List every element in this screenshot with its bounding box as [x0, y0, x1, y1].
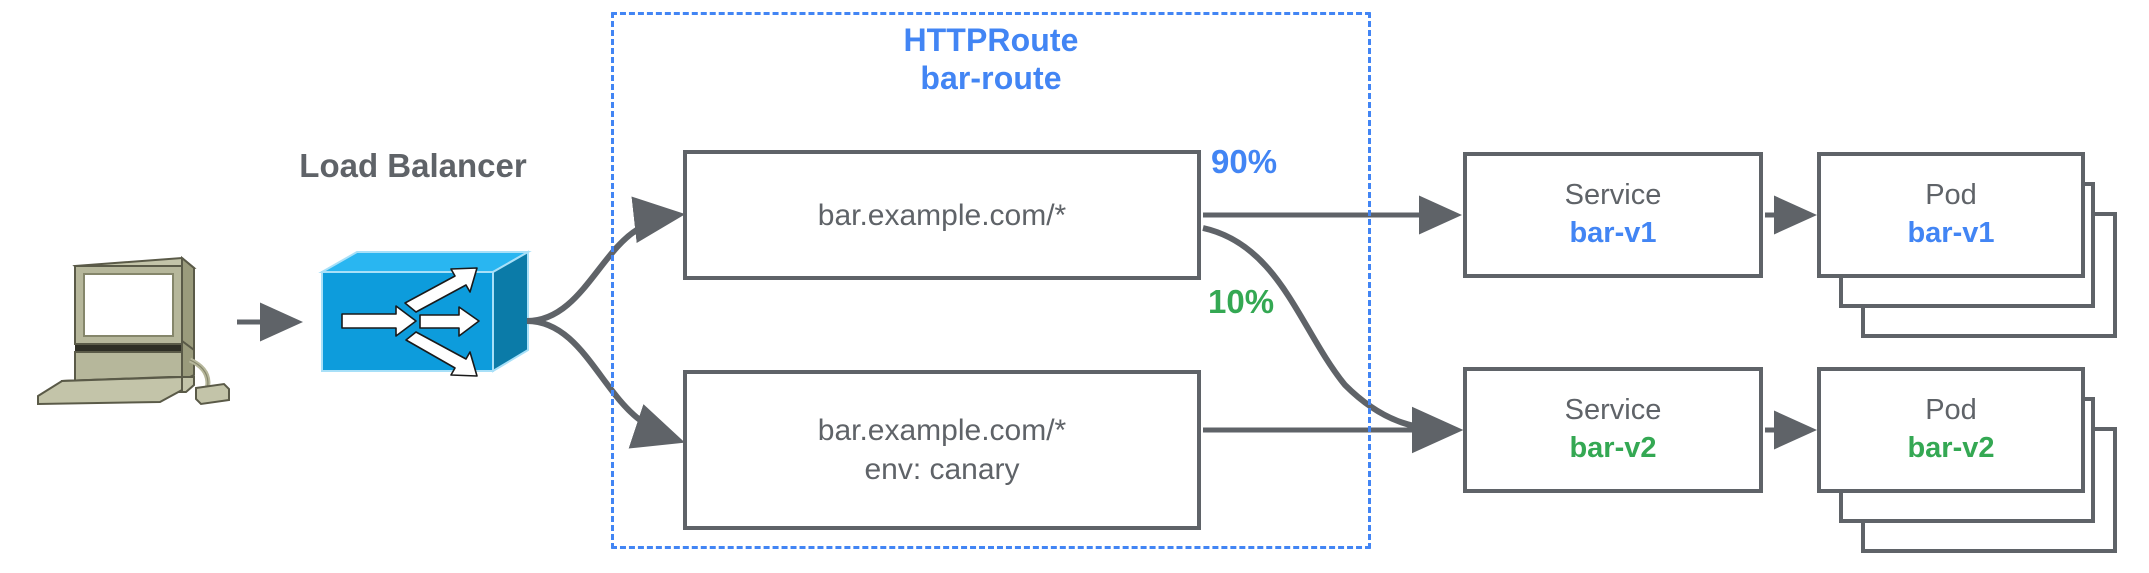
pod-stack-bar-v1[interactable]: Pod bar-v1 [1817, 152, 2117, 338]
route-match-box-2[interactable]: bar.example.com/* env: canary [683, 370, 1201, 530]
pod-stack-bar-v2[interactable]: Pod bar-v2 [1817, 367, 2117, 553]
computer-mouse-icon [195, 382, 230, 406]
pod-name-label-2: bar-v2 [1907, 432, 1995, 464]
traffic-weight-90: 90% [1211, 143, 1278, 180]
route-match-hostname-2: bar.example.com/* [817, 414, 1067, 447]
pod-kind-label-2: Pod [1925, 394, 1977, 427]
route-match-hostname-1: bar.example.com/* [817, 198, 1067, 232]
service-name-label-1: bar-v1 [1569, 217, 1657, 249]
pod-card-front-v1[interactable]: Pod bar-v1 [1817, 152, 2085, 278]
httproute-group-title: HTTPRoute bar-route [611, 22, 1371, 98]
route-match-header-2: env: canary [864, 453, 1020, 486]
service-name-label-2: bar-v2 [1569, 432, 1657, 464]
service-box-bar-v2[interactable]: Service bar-v2 [1463, 367, 1763, 493]
pod-kind-label-1: Pod [1925, 179, 1977, 212]
service-box-bar-v1[interactable]: Service bar-v1 [1463, 152, 1763, 278]
httproute-name-label: bar-route [920, 59, 1062, 96]
httproute-group-boundary [611, 12, 1371, 549]
traffic-weight-10: 10% [1208, 283, 1275, 320]
desktop-computer-icon [37, 255, 230, 406]
pod-name-label-1: bar-v1 [1907, 217, 1995, 249]
network-switch-icon [318, 250, 532, 377]
service-kind-label-1: Service [1564, 179, 1662, 212]
httproute-kind-label: HTTPRoute [903, 22, 1079, 58]
route-match-box-1[interactable]: bar.example.com/* [683, 150, 1201, 280]
load-balancer-label: Load Balancer [299, 147, 527, 184]
service-kind-label-2: Service [1564, 394, 1662, 427]
pod-card-front-v2[interactable]: Pod bar-v2 [1817, 367, 2085, 493]
